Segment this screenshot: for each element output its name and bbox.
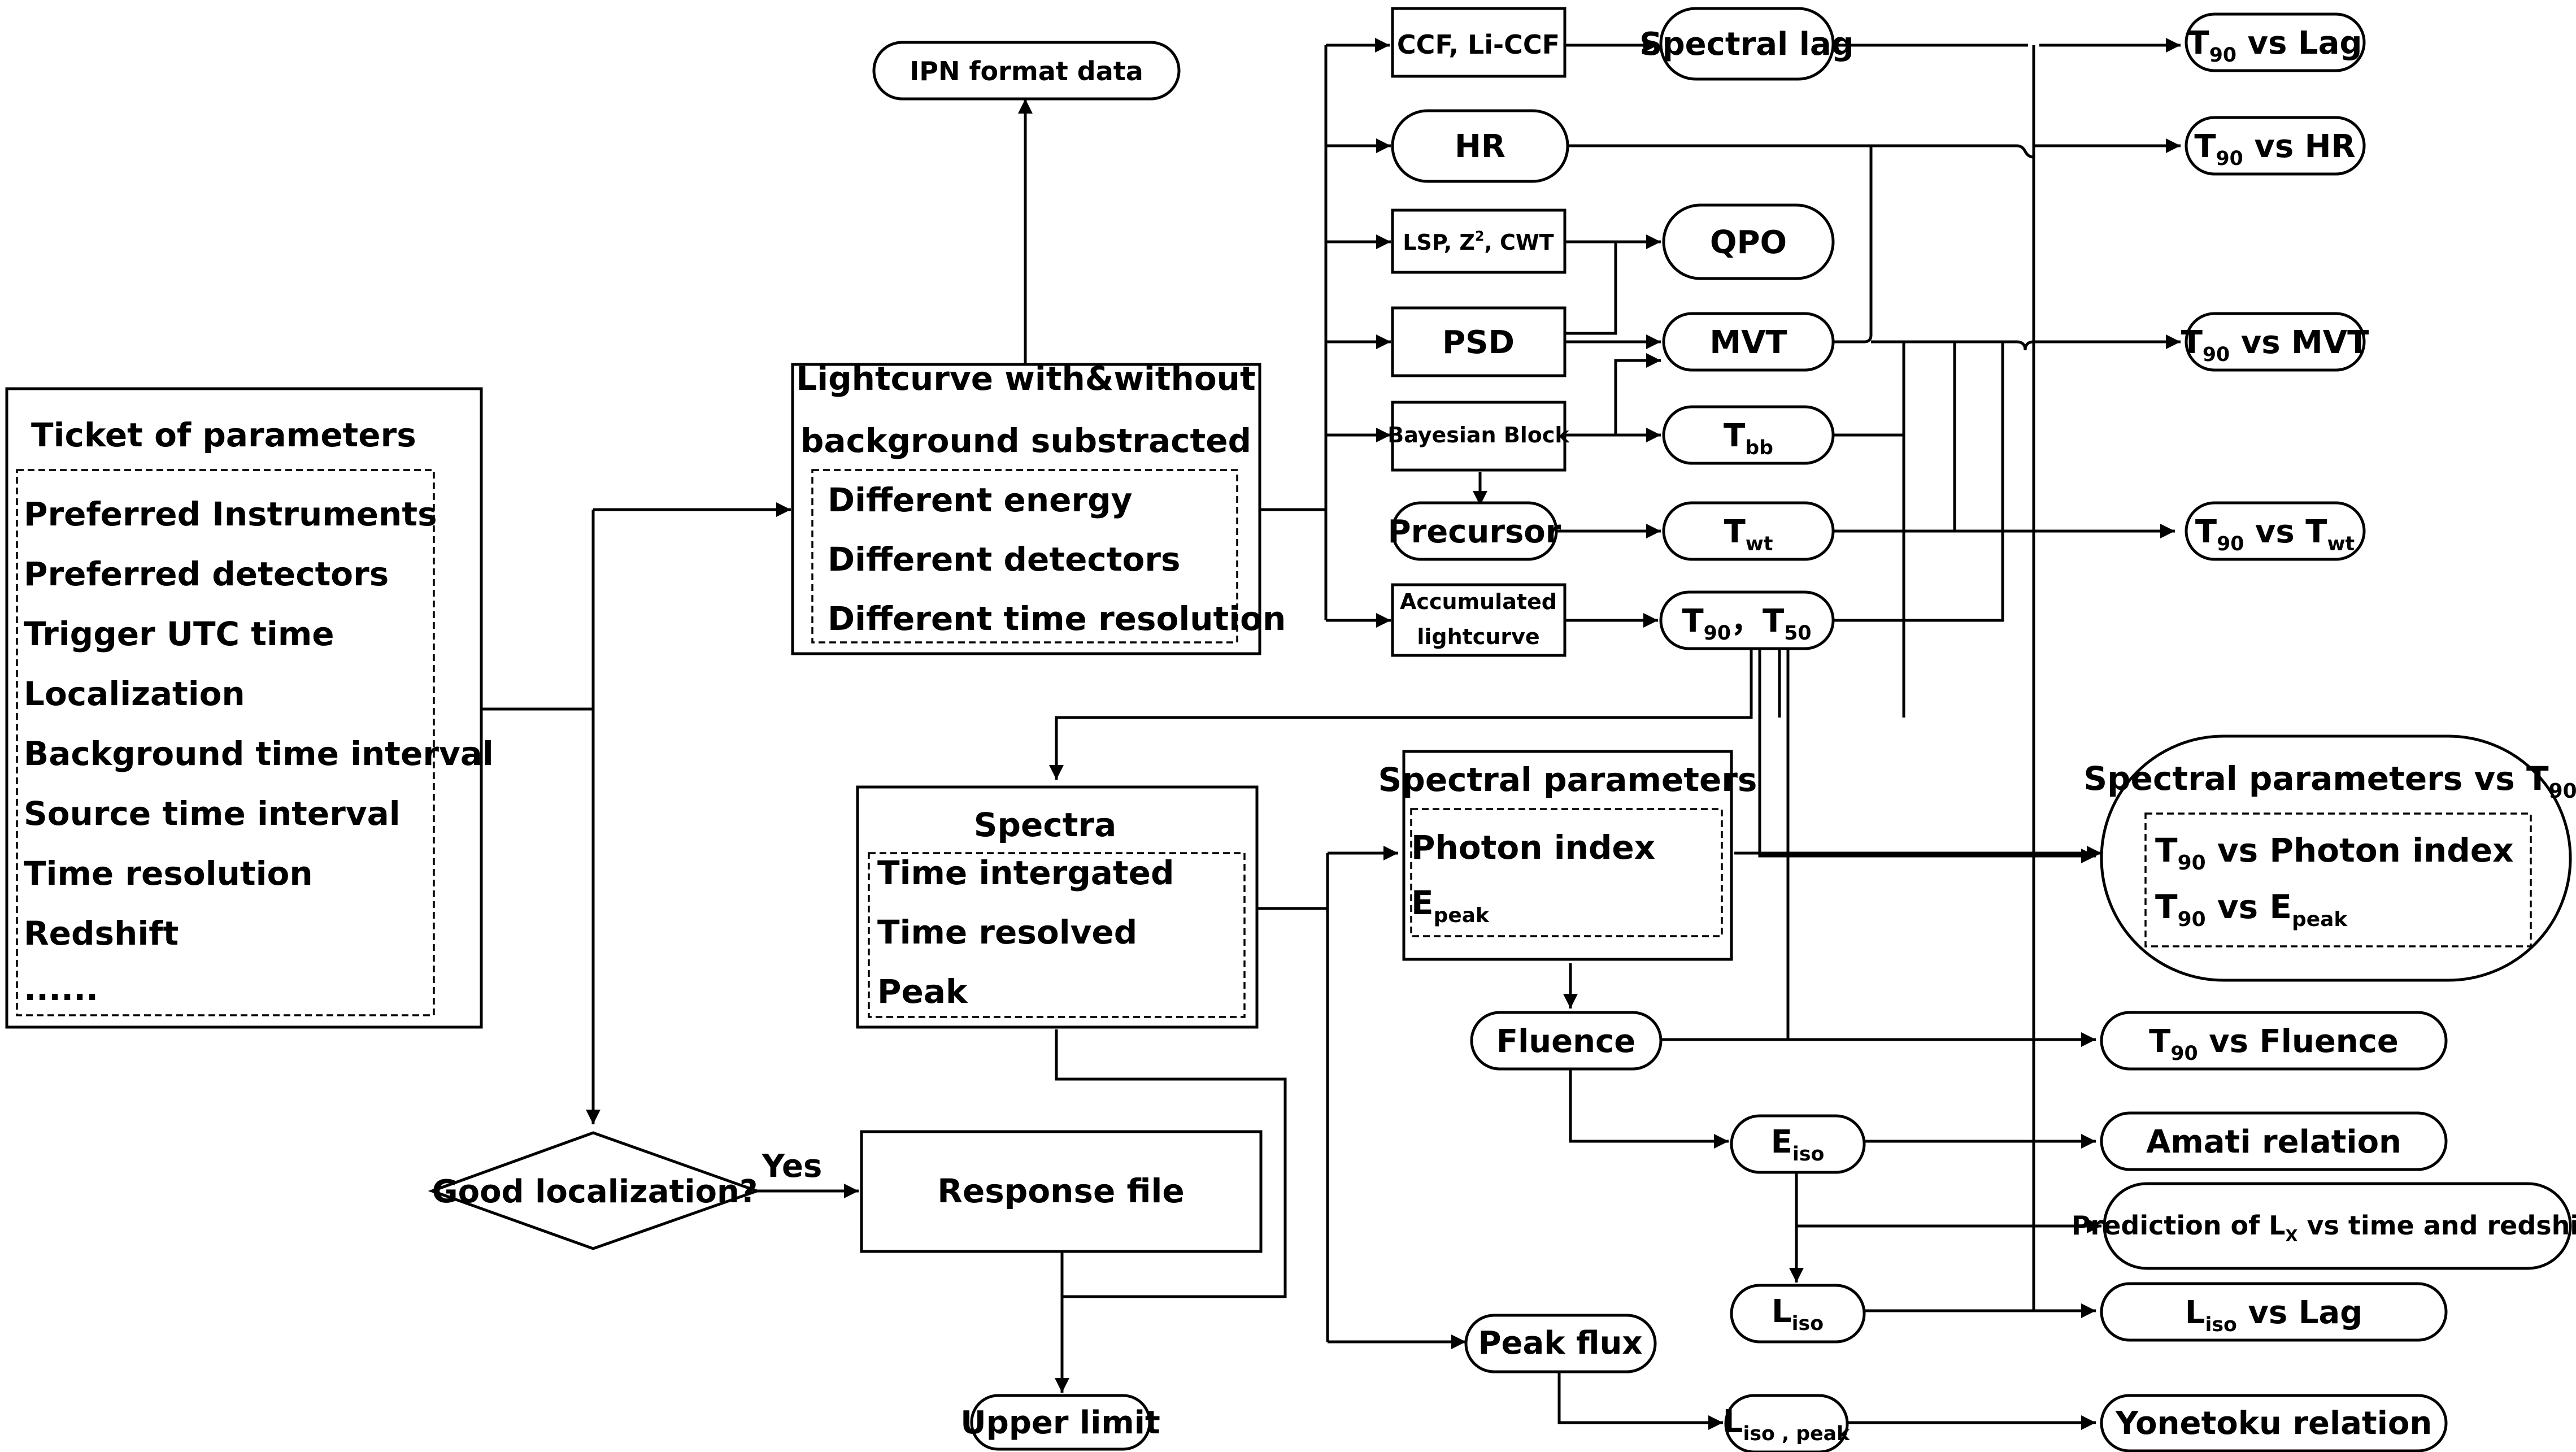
ticket-item: Preferred detectors — [24, 555, 389, 593]
ipn-format-data: IPN format data — [872, 41, 1181, 101]
spectra-box: Spectra Time intergated Time resolved Pe… — [856, 785, 1259, 1029]
yes-label: Yes — [762, 1148, 823, 1185]
spectral-parameters-box: Spectral parameters Photon index Epeak — [1378, 750, 1757, 961]
result-prediction-lx: Prediction of LX vs time and redshift — [2072, 1182, 2576, 1270]
spectral-lag-label: Spectral lag — [1639, 26, 1854, 63]
method-hr: HR — [1391, 109, 1569, 183]
t90-hr-label: T90 vs HR — [2194, 128, 2355, 170]
result-t90-vs-hr: T90 vs HR — [2185, 116, 2366, 176]
psd-label: PSD — [1442, 324, 1515, 361]
ticket-title: Ticket of parameters — [31, 416, 416, 454]
response-label: Response file — [937, 1172, 1184, 1210]
spectral-parameters-vs-t90: Spectral parameters vs T90 T90 vs Photon… — [2083, 734, 2576, 982]
liso-label: Liso — [1772, 1293, 1824, 1335]
eiso: Eiso — [1730, 1114, 1866, 1174]
result-t90-vs-fluence: T90 vs Fluence — [2100, 1011, 2448, 1071]
product-twt: Twt — [1662, 501, 1835, 561]
spectra-item: Time resolved — [877, 913, 1137, 951]
method-ccf: CCF, Li-CCF — [1391, 7, 1567, 78]
hr-label: HR — [1455, 128, 1505, 165]
spvt-item-epeak: T90 vs Epeak — [2155, 888, 2348, 931]
product-t90-t50: T90，T50 — [1659, 590, 1835, 650]
connectors — [481, 45, 2181, 1430]
spectral-params-title: Spectral parameters — [1378, 760, 1757, 799]
product-qpo: QPO — [1662, 203, 1835, 280]
t90-t50-label: T90，T50 — [1682, 603, 1811, 645]
ticket-item: Redshift — [24, 914, 179, 953]
ticket-item: Localization — [24, 675, 245, 713]
spectra-item: Peak — [877, 972, 968, 1011]
t90-twt-label: T90 vs Twt — [2195, 514, 2355, 555]
yonetoku-label: Yonetoku relation — [2115, 1405, 2432, 1442]
ticket-item: Source time interval — [24, 794, 401, 833]
upper-limit-label: Upper limit — [960, 1405, 1160, 1441]
upper-limit: Upper limit — [960, 1394, 1160, 1451]
method-accumulated-lightcurve: Accumulated lightcurve — [1391, 583, 1567, 657]
lightcurve-item: Different energy — [828, 481, 1132, 519]
good-localization-decision: Good localization? Yes — [428, 1131, 823, 1250]
result-yonetoku-relation: Yonetoku relation — [2100, 1394, 2448, 1452]
liso-peak-label: Liso , peak — [1723, 1403, 1850, 1445]
accum-label-2: lightcurve — [1417, 624, 1539, 649]
t90-lag-label: T90 vs Lag — [2188, 25, 2362, 67]
result-liso-vs-lag: Liso vs Lag — [2100, 1282, 2448, 1342]
peak-flux-label: Peak flux — [1478, 1325, 1642, 1362]
t90-mvt-label: T90 vs MVT — [2181, 324, 2369, 366]
accum-label-1: Accumulated — [1400, 589, 1557, 614]
ipn-label: IPN format data — [910, 56, 1143, 86]
lightcurve-item: Different detectors — [828, 540, 1181, 579]
spectra-item: Time intergated — [877, 854, 1174, 892]
decision-label: Good localization? — [432, 1173, 758, 1210]
epeak-label: Epeak — [1411, 884, 1490, 927]
ticket-item: Preferred Instruments — [24, 495, 437, 533]
photon-index-label: Photon index — [1411, 828, 1655, 867]
ticket-item: Background time interval — [24, 734, 494, 773]
ticket-of-parameters: Ticket of parameters Preferred Instrumen… — [5, 387, 494, 1029]
t90-fluence-label: T90 vs Fluence — [2149, 1023, 2399, 1065]
twt-label: Twt — [1724, 514, 1773, 555]
liso: Liso — [1730, 1284, 1866, 1344]
product-tbb: Tbb — [1662, 405, 1835, 465]
result-t90-vs-mvt: T90 vs MVT — [2181, 312, 2369, 372]
tbb-label: Tbb — [1724, 418, 1773, 459]
method-precursor: Precursor — [1388, 501, 1561, 561]
result-amati-relation: Amati relation — [2100, 1111, 2448, 1171]
spectra-title: Spectra — [974, 806, 1116, 844]
fluence-label: Fluence — [1496, 1023, 1635, 1060]
liso-lag-label: Liso vs Lag — [2185, 1294, 2363, 1336]
product-spectral-lag: Spectral lag — [1639, 7, 1854, 81]
ticket-item: ...... — [24, 970, 98, 1008]
lightcurve-item: Different time resolution — [828, 599, 1286, 638]
lightcurve-box: Lightcurve with&without background subst… — [791, 359, 1286, 655]
amati-label: Amati relation — [2146, 1124, 2401, 1160]
mvt-label: MVT — [1709, 324, 1787, 361]
lsp-label: LSP, Z2, CWT — [1403, 228, 1554, 255]
precursor-label: Precursor — [1388, 514, 1561, 550]
response-file: Response file — [860, 1130, 1263, 1253]
result-t90-vs-lag: T90 vs Lag — [2185, 12, 2366, 72]
ticket-item: Trigger UTC time — [24, 615, 334, 653]
eiso-label: Eiso — [1771, 1124, 1825, 1166]
lightcurve-title-2: background substracted — [800, 421, 1251, 460]
peak-flux: Peak flux — [1464, 1314, 1657, 1373]
product-mvt: MVT — [1662, 312, 1835, 372]
method-psd: PSD — [1391, 306, 1567, 377]
lightcurve-title-1: Lightcurve with&without — [796, 359, 1255, 398]
qpo-label: QPO — [1710, 224, 1787, 261]
result-t90-vs-twt: T90 vs Twt — [2185, 501, 2366, 561]
spvt-item-photon-index: T90 vs Photon index — [2155, 831, 2513, 875]
ccf-label: CCF, Li-CCF — [1397, 29, 1560, 60]
spvt-title: Spectral parameters vs T90 — [2083, 759, 2576, 803]
ticket-item: Time resolution — [24, 854, 313, 893]
bayes-label: Bayesian Block — [1387, 423, 1569, 447]
fluence: Fluence — [1470, 1011, 1663, 1071]
prediction-label: Prediction of LX vs time and redshift — [2072, 1210, 2576, 1245]
liso-peak: Liso , peak — [1723, 1394, 1850, 1452]
method-lsp: LSP, Z2, CWT — [1391, 208, 1567, 274]
method-bayesian-block: Bayesian Block — [1387, 401, 1569, 472]
